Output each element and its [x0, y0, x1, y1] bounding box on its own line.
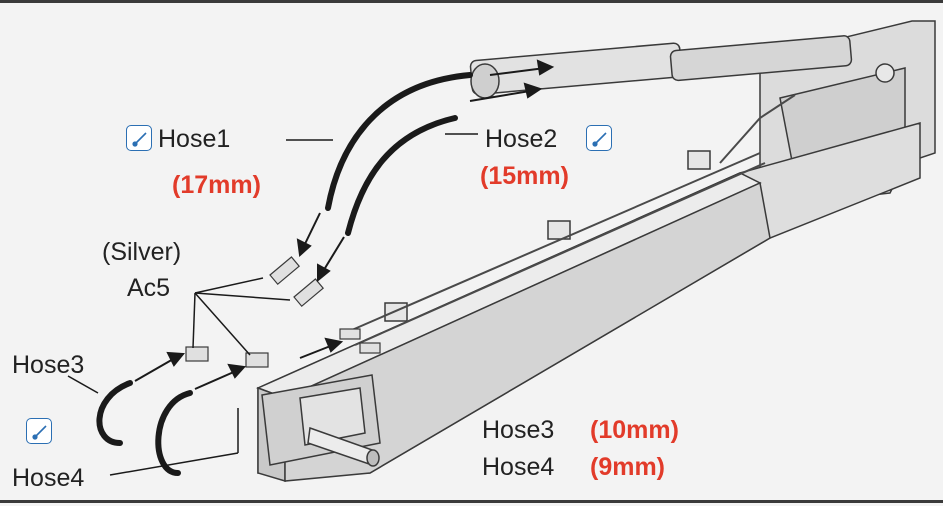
hoses: [96, 72, 473, 476]
hose4-line: [155, 390, 193, 476]
spec-hose4-label: Hose4: [482, 453, 555, 481]
wrench-icon: [586, 125, 612, 151]
hose1-label: Hose1: [158, 125, 231, 153]
ac5-label: Ac5: [127, 274, 171, 302]
hose3-label: Hose3: [12, 351, 85, 379]
boom-hydraulic-lines: [344, 94, 796, 346]
spec-hose4-size-label: (9mm): [590, 453, 666, 481]
hose2-line: [345, 115, 458, 236]
hose3-line: [96, 380, 133, 446]
boom-assembly-drawing: [67, 20, 936, 483]
direction-arrows: [134, 59, 555, 390]
spec-hose3-label: Hose3: [482, 416, 555, 444]
leader-lines: [67, 133, 478, 476]
lower-boom: [256, 122, 921, 483]
wrench-icon: [132, 132, 147, 147]
wrench-icon: [26, 418, 52, 444]
hose1-line: [325, 72, 473, 211]
fittings: [185, 256, 381, 368]
hose4-label: Hose4: [12, 464, 85, 492]
silver-label: (Silver): [102, 238, 182, 266]
hose1-size-label: (17mm): [172, 171, 261, 199]
spec-hose3-size-label: (10mm): [590, 416, 679, 444]
hose2-size-label: (15mm): [480, 162, 569, 190]
wrench-icon: [32, 425, 47, 440]
wrench-icon: [592, 132, 607, 147]
wrench-icon: [126, 125, 152, 151]
hose2-label: Hose2: [485, 125, 558, 153]
